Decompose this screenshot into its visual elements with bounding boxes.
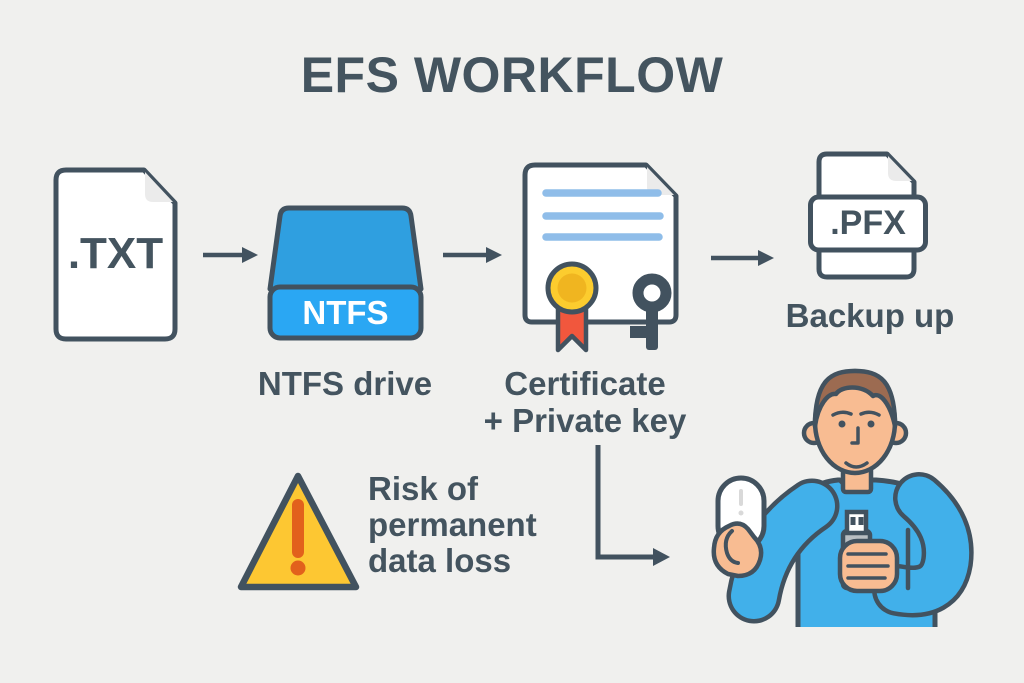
- warning-triangle-icon: [234, 470, 364, 594]
- left-hand: [711, 521, 764, 579]
- txt-file-icon: [48, 162, 183, 343]
- certificate-icon: [518, 158, 683, 363]
- folded-corner: [888, 156, 912, 181]
- right-hand: [837, 538, 900, 594]
- pfx-file-icon: [808, 150, 928, 281]
- private-key-icon: [630, 273, 672, 350]
- person-illustration: [685, 360, 1024, 683]
- hair: [812, 368, 898, 429]
- certificate-text-lines: [542, 189, 664, 241]
- flow-arrow-1: [200, 244, 260, 266]
- pfx-file-label: .PFX: [830, 204, 906, 242]
- backup-caption: Backup up: [785, 297, 955, 334]
- txt-file-label: .TXT: [67, 229, 164, 278]
- seal-ribbon-icon: [545, 261, 599, 353]
- folded-corner: [145, 172, 173, 202]
- risk-warning-text: Risk of permanent data loss: [368, 470, 537, 579]
- ntfs-drive-caption: NTFS drive: [257, 365, 433, 402]
- page-title: EFS WORKFLOW: [300, 47, 724, 103]
- flow-arrow-2: [440, 244, 504, 266]
- ntfs-drive-icon: [267, 205, 424, 345]
- flow-arrow-3: [708, 247, 776, 269]
- certificate-caption: Certificate + Private key: [483, 365, 687, 439]
- folded-corner: [647, 167, 674, 195]
- ntfs-disk-label: NTFS: [302, 293, 389, 331]
- elbow-arrow: [590, 442, 685, 572]
